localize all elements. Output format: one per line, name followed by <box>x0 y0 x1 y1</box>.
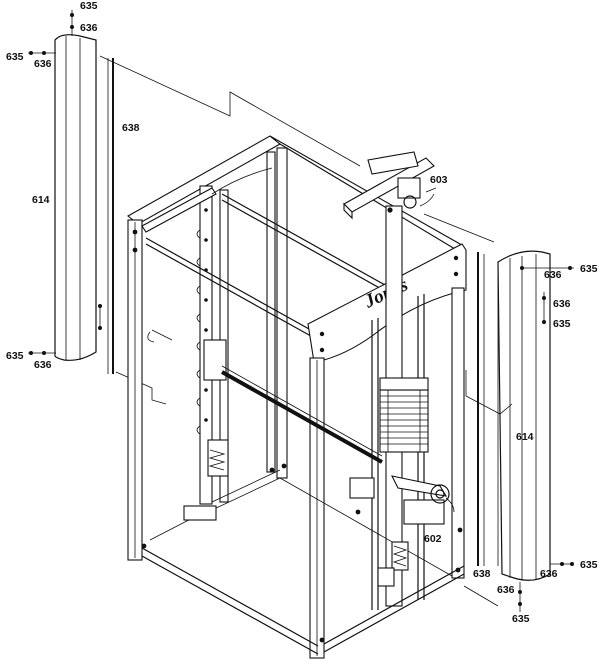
right-fasteners: 636 635 636 635 636 635 636 635 614 638 <box>473 263 598 625</box>
weight-stack <box>379 377 429 453</box>
j-hook-rail <box>147 208 229 521</box>
callout-603: 603 <box>430 174 448 186</box>
callout-636-left-side: 636 <box>34 58 52 70</box>
callout-636-right-base: 636 <box>497 584 515 596</box>
callout-635-right-mid: 635 <box>553 318 571 330</box>
callout-636-right-side: 636 <box>544 269 562 281</box>
callout-614-left: 614 <box>32 194 50 206</box>
callout-635-left-side: 635 <box>6 51 24 63</box>
lower-carriage-602: 602 <box>349 475 455 587</box>
left-strip-638 <box>107 58 114 374</box>
left-shroud-614 <box>54 34 102 361</box>
right-explode-lines <box>423 213 513 607</box>
callout-635-left-top: 635 <box>80 0 98 12</box>
callout-635-right-side: 635 <box>580 263 598 275</box>
callout-614-right: 614 <box>516 431 534 443</box>
callout-638-right: 638 <box>473 568 491 580</box>
callout-636-right-bottom: 636 <box>540 568 558 580</box>
right-strip-638 <box>477 252 499 566</box>
callout-635-right-bottom: 635 <box>580 559 598 571</box>
callout-638-left: 638 <box>122 122 140 134</box>
callout-635-right-base: 635 <box>512 613 530 625</box>
callout-636-left-top: 636 <box>80 22 98 34</box>
callout-635-left-bottom: 635 <box>6 350 24 362</box>
left-fasteners: 635 636 635 636 635 636 614 638 <box>6 0 140 371</box>
callout-602: 602 <box>424 533 442 545</box>
callout-636-left-bottom: 636 <box>34 359 52 371</box>
right-shroud-614 <box>497 250 551 581</box>
callout-636-right-mid: 636 <box>553 298 571 310</box>
smith-bar <box>221 365 383 464</box>
top-pulley-assembly-603: 603 <box>343 151 448 220</box>
